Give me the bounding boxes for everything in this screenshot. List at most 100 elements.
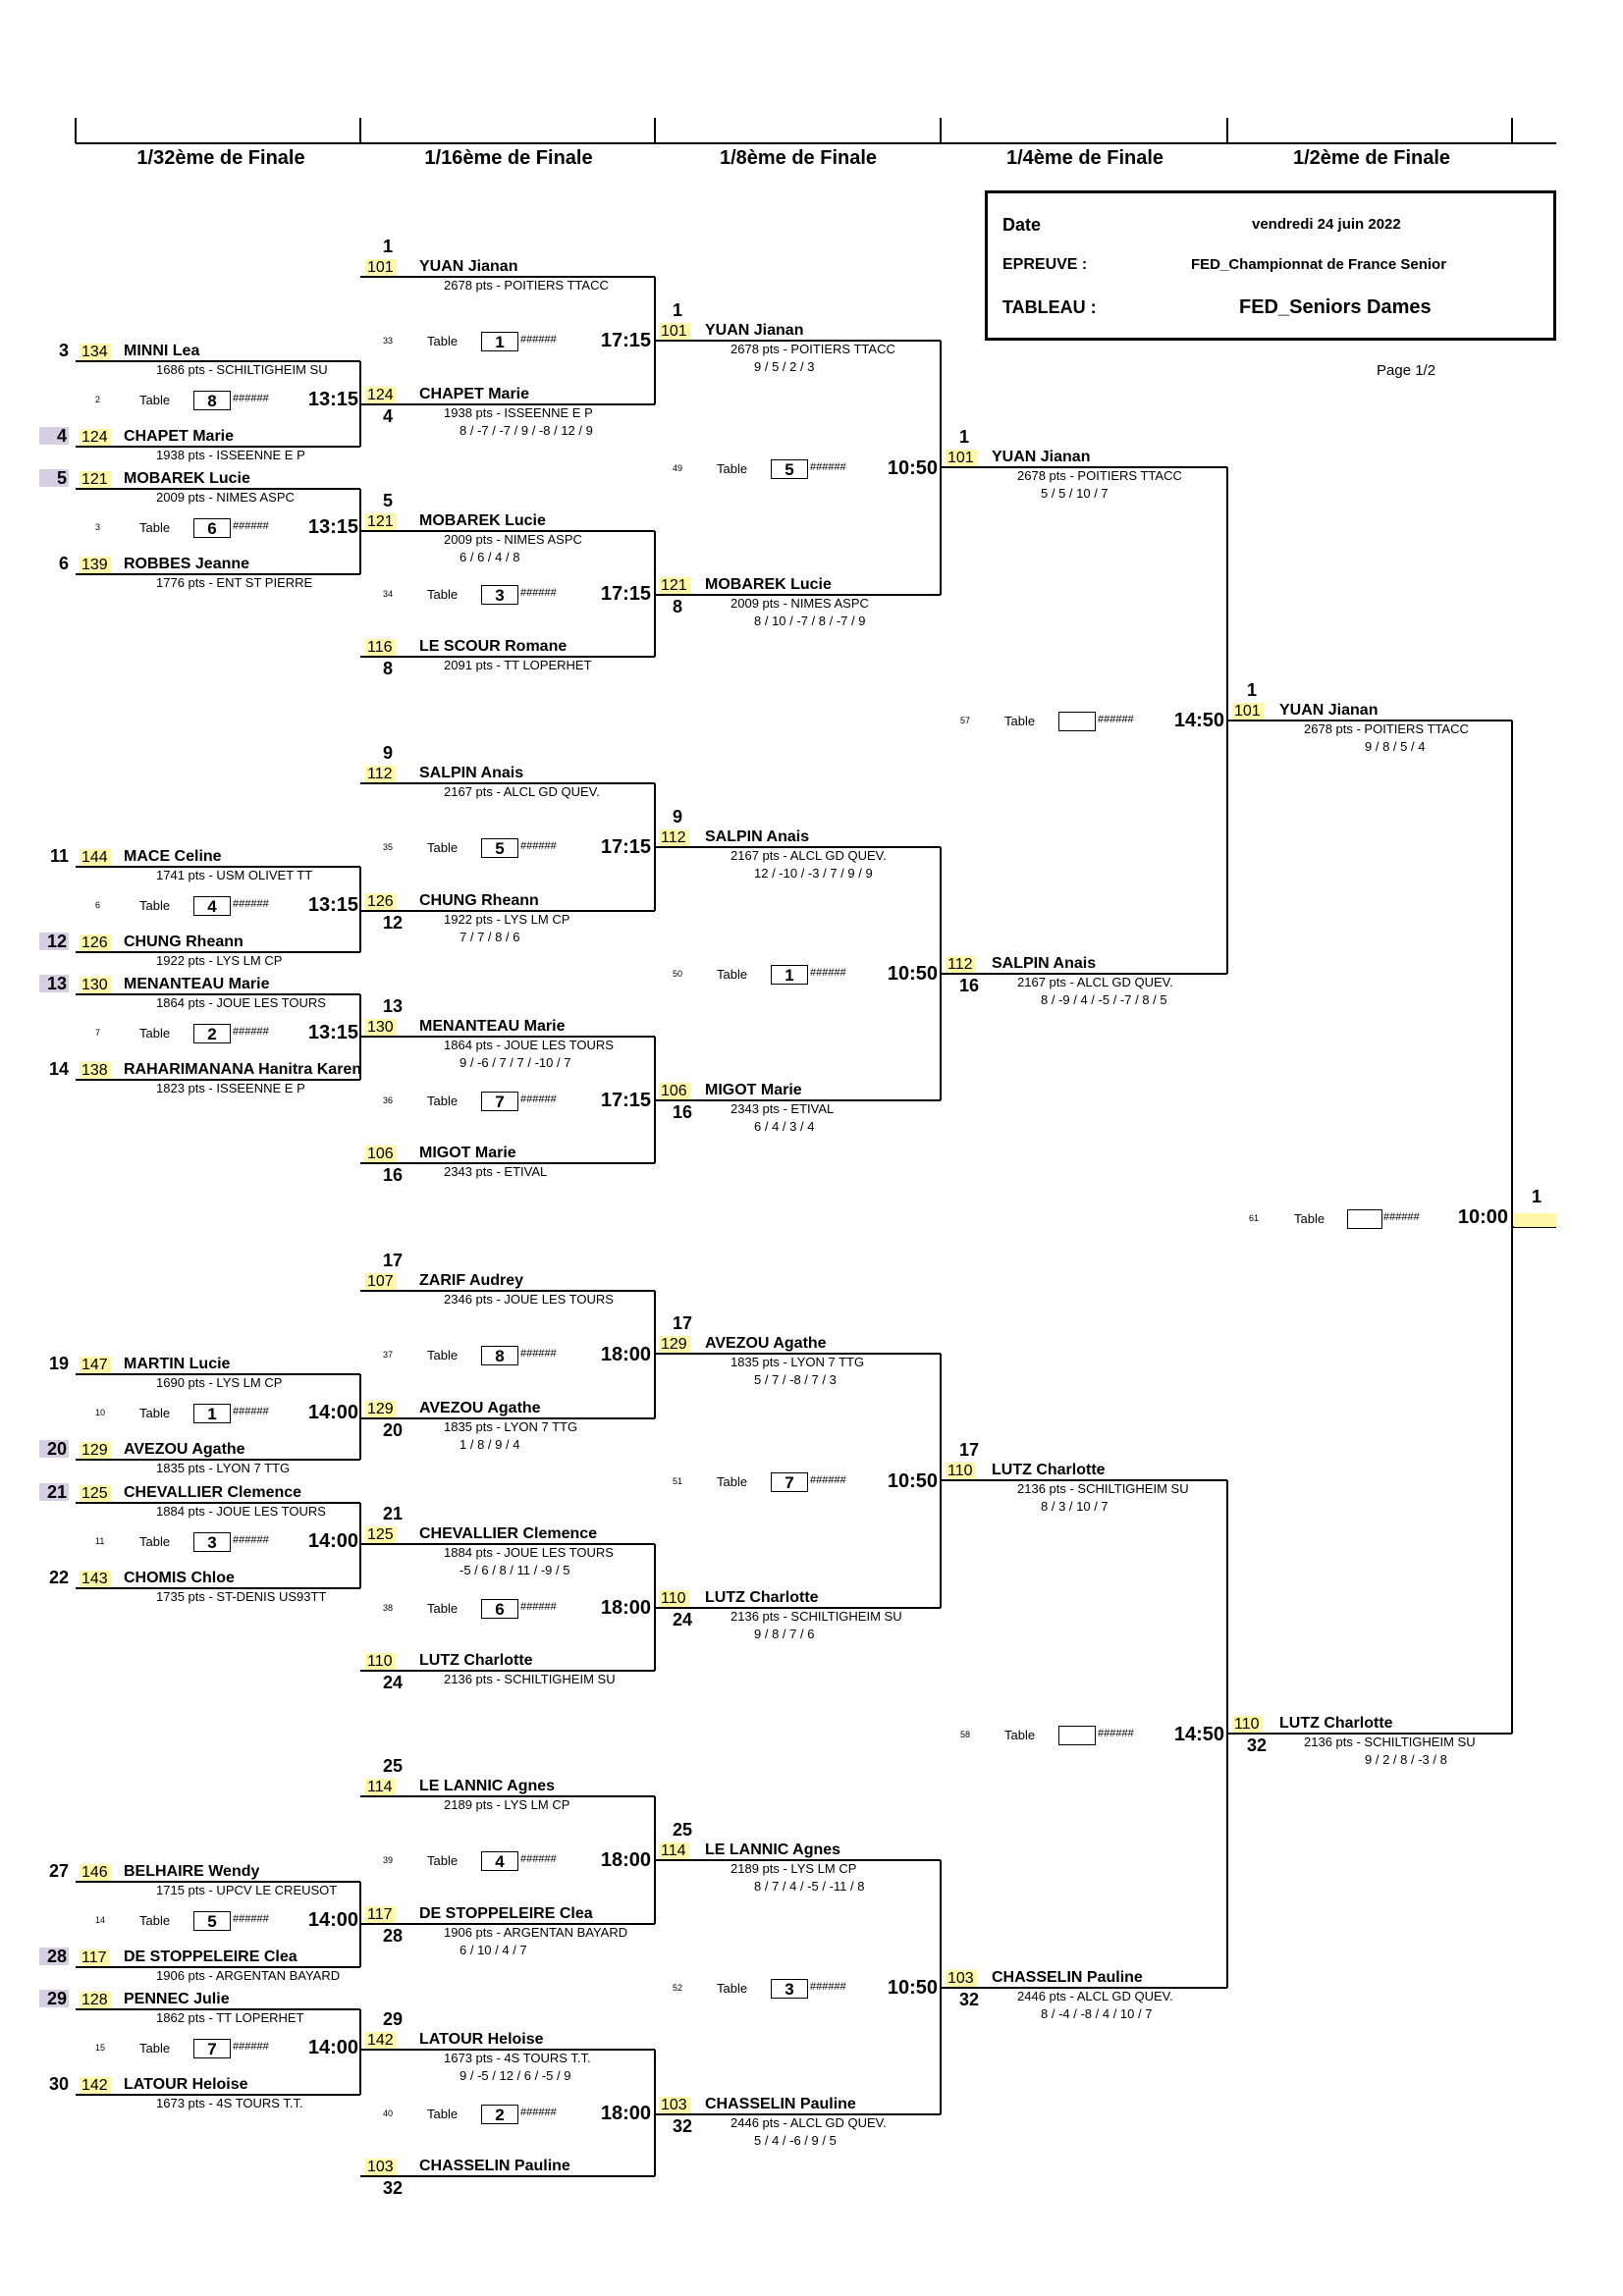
player-info: 1735 pts - ST-DENIS US93TT — [156, 1589, 327, 1604]
match-number: 10 — [95, 1407, 106, 1417]
player-info: 2343 pts - ETIVAL — [444, 1164, 548, 1179]
match-number: 58 — [960, 1729, 971, 1739]
hash-placeholder: ###### — [810, 967, 846, 979]
player-seed: 13 — [383, 996, 404, 1016]
player-name: LUTZ Charlotte — [705, 1589, 819, 1606]
player-number: 139 — [80, 557, 111, 573]
player-number: 129 — [365, 1401, 397, 1417]
match-number: 6 — [95, 899, 101, 910]
player-number: 126 — [365, 893, 397, 910]
player-number: 101 — [659, 323, 690, 340]
player-seed: 20 — [39, 1440, 69, 1458]
player-seed: 1 — [673, 300, 683, 320]
table-label: Table — [139, 897, 171, 913]
hash-placeholder: ###### — [233, 392, 269, 404]
match-score: 8 / 7 / 4 / -5 / -11 / 8 — [754, 1879, 865, 1894]
match-score: 9 / 5 / 2 / 3 — [754, 359, 815, 374]
match-score: -5 / 6 / 8 / 11 / -9 / 5 — [460, 1563, 570, 1577]
player-info: 1864 pts - JOUE LES TOURS — [444, 1038, 614, 1052]
table-label: Table — [1004, 1727, 1036, 1742]
match-score: 6 / 10 / 4 / 7 — [460, 1943, 527, 1957]
player-name: CHASSELIN Pauline — [705, 2096, 856, 2112]
player-info: 1884 pts - JOUE LES TOURS — [444, 1545, 614, 1560]
match-number: 35 — [383, 842, 394, 852]
match-score: 9 / 2 / 8 / -3 / 8 — [1365, 1752, 1447, 1767]
round-header: 1/2ème de Finale — [1292, 147, 1451, 169]
player-info: 1776 pts - ENT ST PIERRE — [156, 575, 313, 590]
match-score: 1 / 8 / 9 / 4 — [460, 1437, 520, 1452]
hash-placeholder: ###### — [233, 1025, 269, 1038]
player-name: MOBAREK Lucie — [705, 576, 832, 593]
player-name: MINNI Lea — [124, 343, 200, 359]
player-number: 121 — [365, 513, 397, 530]
table-number-box: 1 — [481, 332, 518, 351]
match-time: 14:50 — [1173, 710, 1224, 731]
player-info: 2167 pts - ALCL GD QUEV. — [444, 784, 600, 799]
player-name: LUTZ Charlotte — [419, 1652, 533, 1669]
player-info: 2446 pts - ALCL GD QUEV. — [730, 2115, 887, 2130]
match-time: 10:50 — [887, 963, 938, 985]
hash-placeholder: ###### — [1383, 1211, 1420, 1223]
player-seed: 21 — [39, 1483, 69, 1501]
round-header: 1/16ème de Finale — [424, 147, 593, 169]
table-number-box: 8 — [193, 390, 231, 410]
player-number: 106 — [365, 1146, 397, 1162]
match-number: 51 — [673, 1475, 683, 1486]
table-label: Table — [427, 334, 459, 348]
player-info: 1922 pts - LYS LM CP — [156, 953, 283, 968]
match-time: 14:00 — [307, 1401, 358, 1423]
match-time: 14:00 — [307, 1529, 358, 1552]
player-info: 1884 pts - JOUE LES TOURS — [156, 1504, 326, 1519]
hash-placeholder: ###### — [233, 1912, 269, 1925]
match-number: 36 — [383, 1095, 394, 1105]
player-number: 110 — [365, 1653, 396, 1670]
hash-placeholder: ###### — [520, 1093, 557, 1105]
player-seed: 27 — [48, 1861, 69, 1881]
match-time: 13:15 — [307, 893, 358, 916]
table-number-box: 1 — [193, 1403, 231, 1423]
player-number: 106 — [659, 1083, 690, 1099]
round-header: 1/4ème de Finale — [1005, 147, 1164, 169]
match-number: 40 — [383, 2108, 394, 2118]
player-seed: 24 — [673, 1610, 693, 1629]
hash-placeholder: ###### — [520, 2106, 557, 2118]
table-number-box: 7 — [771, 1471, 808, 1492]
match-time: 14:50 — [1173, 1723, 1224, 1745]
player-info: 1715 pts - UPCV LE CREUSOT — [156, 1883, 338, 1897]
table-number-box: 4 — [193, 895, 231, 916]
player-seed: 24 — [383, 1673, 404, 1692]
player-info: 2343 pts - ETIVAL — [730, 1101, 835, 1116]
match-time: 13:15 — [307, 388, 358, 410]
table-label: Table — [427, 587, 459, 602]
player-number: 107 — [365, 1273, 397, 1290]
player-number: 126 — [80, 934, 111, 951]
match-score: 8 / -7 / -7 / 9 / -8 / 12 / 9 — [460, 423, 593, 438]
date-label: Date — [1002, 215, 1042, 235]
hash-placeholder: ###### — [1098, 714, 1134, 725]
match-score: 8 / 10 / -7 / 8 / -7 / 9 — [754, 614, 866, 628]
player-number: 101 — [1232, 703, 1264, 720]
player-name: CHUNG Rheann — [419, 892, 539, 909]
player-name: BELHAIRE Wendy — [124, 1863, 260, 1880]
player-name: MOBAREK Lucie — [419, 512, 546, 529]
player-number: 142 — [365, 2032, 397, 2049]
match-number: 3 — [95, 521, 101, 532]
player-number: 112 — [365, 766, 396, 782]
player-name: YUAN Jianan — [705, 322, 804, 339]
match-time: 17:15 — [600, 1089, 651, 1111]
player-seed: 32 — [673, 2116, 693, 2136]
player-seed: 32 — [1247, 1735, 1268, 1755]
hash-placeholder: ###### — [810, 1473, 846, 1486]
table-label: Table — [139, 519, 171, 535]
match-score: 6 / 4 / 3 / 4 — [754, 1119, 815, 1134]
match-score: 5 / 7 / -8 / 7 / 3 — [754, 1372, 837, 1387]
final-seed: 1 — [1532, 1187, 1542, 1206]
player-name: LUTZ Charlotte — [1279, 1715, 1393, 1732]
player-number: 129 — [80, 1442, 111, 1459]
hash-placeholder: ###### — [520, 840, 557, 852]
player-info: 1673 pts - 4S TOURS T.T. — [156, 2096, 303, 2110]
table-number-box: 2 — [481, 2104, 518, 2124]
player-info: 2009 pts - NIMES ASPC — [156, 490, 295, 505]
player-number: 116 — [365, 639, 396, 656]
player-number: 101 — [365, 259, 397, 276]
